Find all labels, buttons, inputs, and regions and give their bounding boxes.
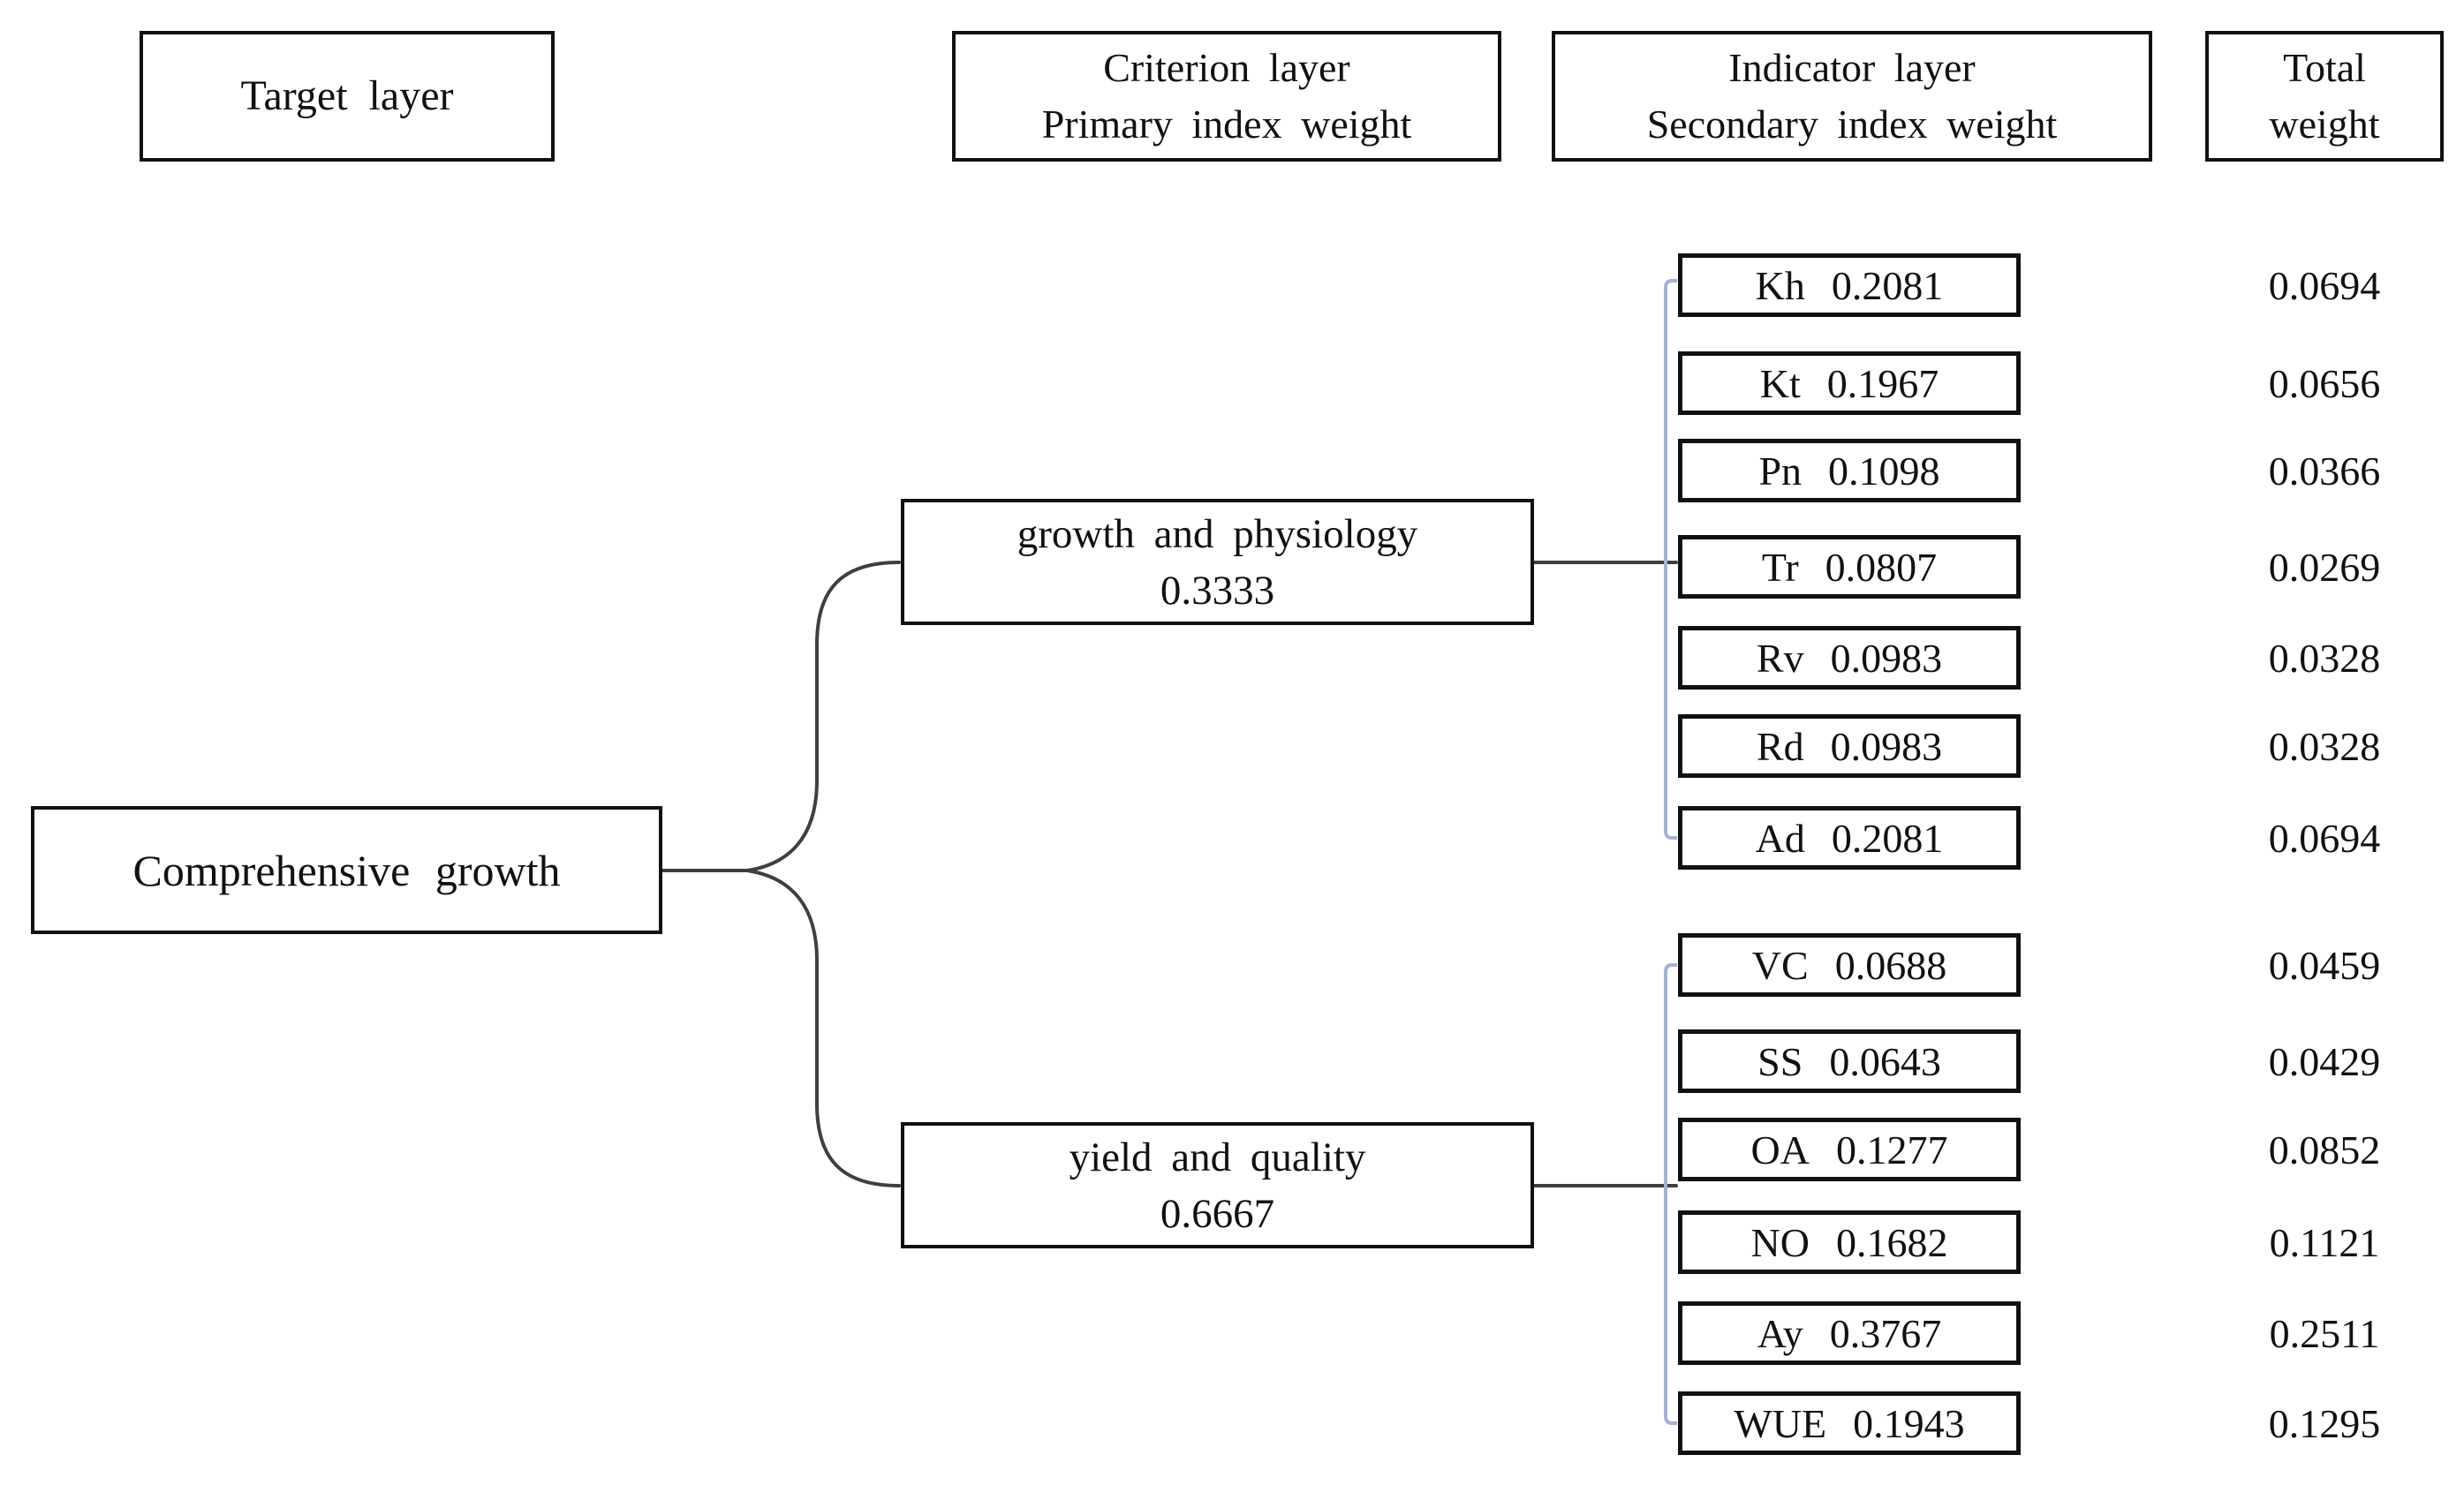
indicator-node-box: Kt 0.1967: [1678, 351, 2021, 415]
total-weight-value: 0.0328: [2268, 723, 2381, 769]
indicator-code: Rv: [1756, 635, 1804, 681]
indicator-weight: 0.1277: [1835, 1127, 1948, 1172]
indicator-node-box: Kh 0.2081: [1678, 253, 2021, 317]
root-node-label: Comprehensive growth: [132, 845, 561, 895]
indicator-weight: 0.1967: [1826, 360, 1939, 406]
indicator-node-box: NO 0.1682: [1678, 1210, 2021, 1274]
total-weight-value: 0.0366: [2268, 448, 2381, 494]
indicator-node-box: VC 0.0688: [1678, 933, 2021, 997]
criterion-layer-header-box: Criterion layer Primary index weight: [952, 31, 1501, 162]
total-weight-value: 0.0429: [2268, 1038, 2381, 1084]
branch-curve-lower: [745, 869, 901, 1187]
indicator-code: Ad: [1755, 815, 1805, 861]
indicator-weight: 0.0983: [1830, 723, 1943, 769]
indicator-code: NO: [1750, 1219, 1810, 1265]
indicator-layer-header-box: Indicator layer Secondary index weight: [1552, 31, 2152, 162]
indicator-weight: 0.1682: [1835, 1219, 1948, 1265]
indicator-code: OA: [1750, 1127, 1810, 1172]
indicator-code: SS: [1757, 1038, 1803, 1084]
root-node-box: Comprehensive growth: [31, 806, 662, 934]
total-weight-value: 0.1295: [2268, 1400, 2381, 1446]
indicator-node-box: Ad 0.2081: [1678, 806, 2021, 870]
total-header-line2: weight: [2269, 102, 2380, 147]
indicator-code: Kt: [1759, 360, 1801, 406]
indicator-bracket-group2: [1664, 963, 1677, 1425]
branch-curve-upper: [745, 561, 901, 872]
criterion-label: yield and quality: [1069, 1134, 1366, 1180]
indicator-node-box: SS 0.0643: [1678, 1029, 2021, 1093]
indicator-code: Pn: [1758, 448, 1803, 494]
indicator-weight: 0.1943: [1853, 1400, 1965, 1446]
total-weight-value: 0.1121: [2269, 1219, 2380, 1265]
indicator-code: Rd: [1756, 723, 1804, 769]
indicator-code: Ay: [1757, 1310, 1803, 1356]
criterion-weight: 0.3333: [1160, 567, 1275, 614]
criterion-node-box-yield: yield and quality 0.6667: [901, 1122, 1534, 1248]
total-weight-value: 0.0694: [2268, 262, 2381, 308]
indicator-weight: 0.0983: [1830, 635, 1943, 681]
indicator-node-box: Rd 0.0983: [1678, 714, 2021, 778]
total-weight-value: 0.0694: [2268, 815, 2381, 861]
indicator-code: WUE: [1734, 1400, 1827, 1446]
indicator-weight: 0.2081: [1831, 262, 1944, 308]
total-header-line1: Total: [2283, 45, 2366, 90]
criterion-node-box-growth: growth and physiology 0.3333: [901, 499, 1534, 625]
indicator-weight: 0.1098: [1828, 448, 1940, 494]
criterion-label: growth and physiology: [1017, 510, 1418, 557]
total-weight-header-box: Total weight: [2205, 31, 2444, 162]
total-weight-value: 0.0852: [2268, 1127, 2381, 1172]
criterion-weight: 0.6667: [1160, 1190, 1275, 1237]
indicator-weight: 0.2081: [1831, 815, 1944, 861]
indicator-node-box: Rv 0.0983: [1678, 626, 2021, 690]
criterion-header-line2: Primary index weight: [1041, 102, 1412, 147]
indicator-code: VC: [1751, 942, 1809, 988]
total-weight-value: 0.0656: [2268, 360, 2381, 406]
indicator-node-box: Ay 0.3767: [1678, 1301, 2021, 1365]
total-weight-value: 0.0269: [2268, 544, 2381, 590]
target-layer-header-box: Target layer: [140, 31, 555, 162]
indicator-weight: 0.0688: [1834, 942, 1947, 988]
indicator-code: Tr: [1761, 544, 1799, 590]
indicator-weight: 0.3767: [1829, 1310, 1942, 1356]
indicator-node-box: WUE 0.1943: [1678, 1391, 2021, 1455]
indicator-header-line2: Secondary index weight: [1646, 102, 2058, 147]
indicator-weight: 0.0807: [1825, 544, 1938, 590]
total-weight-value: 0.2511: [2269, 1310, 2380, 1356]
indicator-header-line1: Indicator layer: [1728, 45, 1976, 90]
target-layer-header-label: Target layer: [240, 72, 454, 119]
indicator-weight: 0.0643: [1829, 1038, 1941, 1084]
indicator-bracket-group1: [1664, 279, 1677, 840]
indicator-code: Kh: [1755, 262, 1805, 308]
total-weight-value: 0.0328: [2268, 635, 2381, 681]
total-weight-value: 0.0459: [2268, 942, 2381, 988]
indicator-node-box: OA 0.1277: [1678, 1118, 2021, 1181]
indicator-node-box: Pn 0.1098: [1678, 439, 2021, 502]
indicator-node-box: Tr 0.0807: [1678, 535, 2021, 599]
criterion-header-line1: Criterion layer: [1103, 45, 1350, 90]
